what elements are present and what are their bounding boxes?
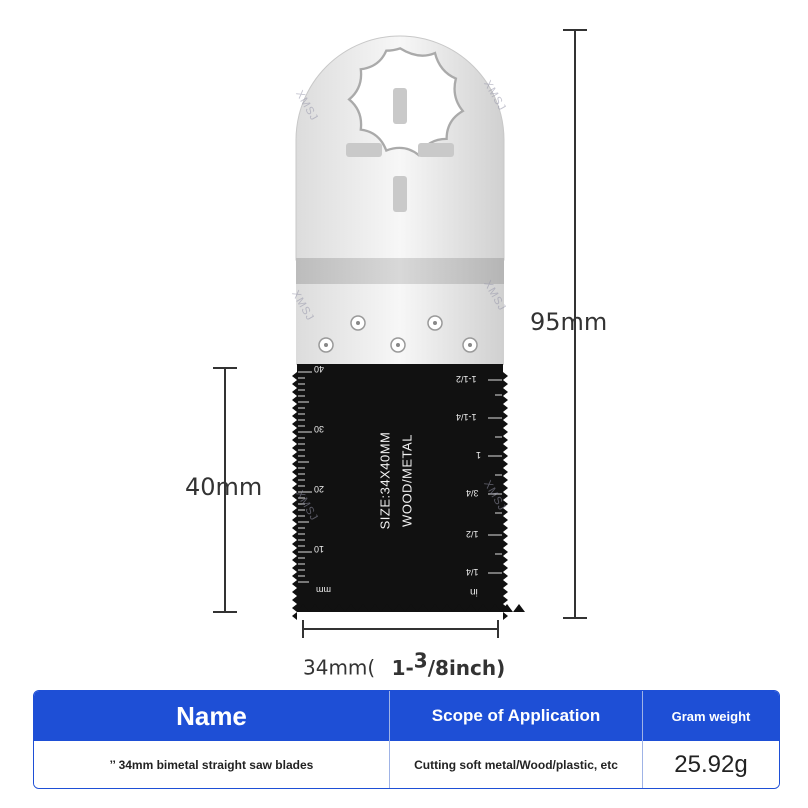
metric-tick-30: 30 [314,424,325,434]
spec-table: Name Scope of Application Gram weight ’’… [33,690,780,789]
blade-material-text: WOOD/METAL [399,434,415,527]
cell-scope: Cutting soft metal/Wood/plastic, etc [389,741,642,788]
dimension-95mm-label: 95mm [530,308,608,336]
blade-size-text: SIZE:34X40MM [377,431,393,530]
dimension-40mm-line [213,367,237,613]
dimension-40mm-label: 40mm [185,473,263,501]
cell-weight: 25.92g [642,741,779,788]
header-scope: Scope of Application [389,691,642,741]
inch-tick-1: 1 [476,450,482,460]
dimension-34mm-label: 34mm( 1-3/8inch) [303,648,505,680]
inch-tick-in: in [470,586,478,597]
blade-bolt-plate [296,308,504,365]
header-weight: Gram weight [642,691,779,741]
blade-cutting-body [292,364,525,620]
inch-tick-1-2: 1/2 [466,529,479,539]
width-inch-text: 1-3/8inch) [391,648,506,680]
blade-teeth [297,600,525,612]
inch-tick-1-1-2: 1-1/2 [456,374,477,384]
metric-tick-mm: mm [316,585,331,595]
spec-table-header: Name Scope of Application Gram weight [34,691,779,741]
dimension-95mm-line [563,29,587,619]
blade-mount-head [295,35,505,261]
metric-tick-20: 20 [314,484,325,494]
blade-neck-band [296,258,504,284]
inch-tick-3-4: 3/4 [466,488,479,498]
inch-tick-1-4: 1/4 [466,567,479,577]
metric-tick-40: 40 [314,364,325,374]
metric-tick-10: 10 [314,544,325,554]
width-mm-text: 34mm( [303,655,376,680]
inch-tick-1-1-4: 1-1/4 [456,412,477,422]
dimension-34mm-line [302,620,499,638]
table-row: ’’ 34mm bimetal straight saw blades Cutt… [34,741,779,788]
cell-product-name: ’’ 34mm bimetal straight saw blades [109,757,314,772]
header-name: Name [176,700,247,731]
